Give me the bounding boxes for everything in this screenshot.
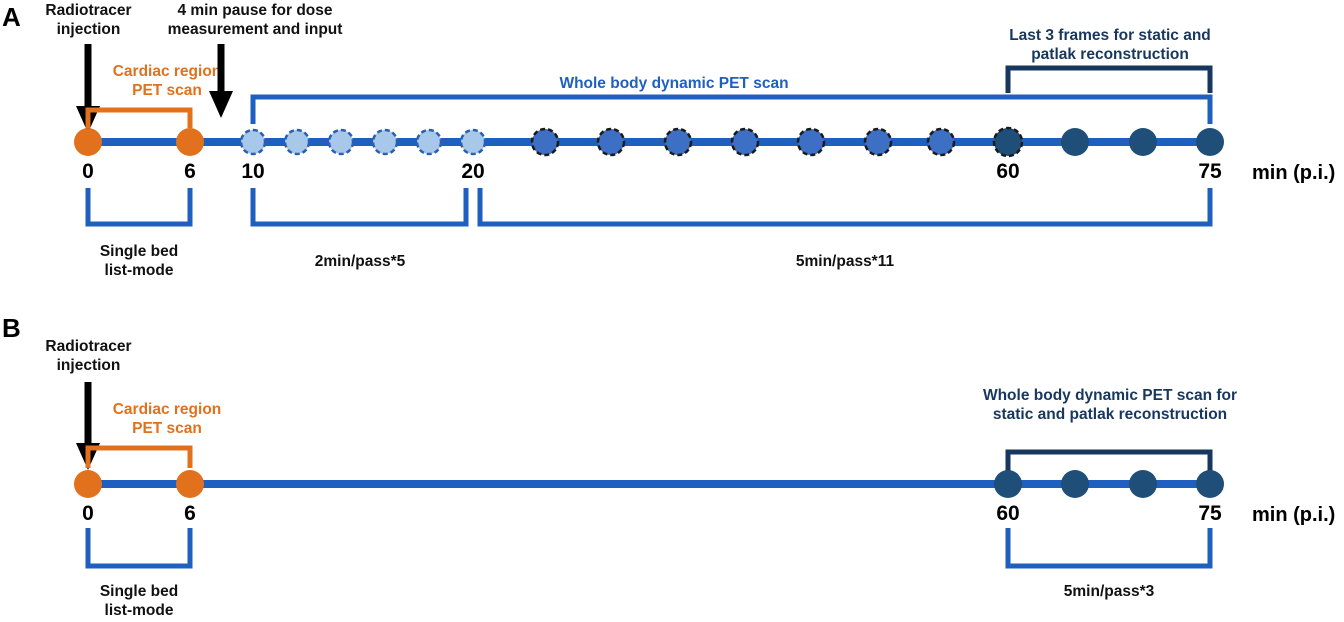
panel-a-cardiac-bracket — [85, 107, 193, 128]
panel-b-cardiac-bracket — [85, 445, 193, 468]
panel-a-bracket-label-5min: 5min/pass*11 — [795, 253, 895, 270]
panel-a-bracket-5min-pass — [477, 188, 1213, 227]
panel-a-letter: A — [2, 2, 21, 32]
panel-a-bracket-2min-pass — [250, 188, 469, 227]
panel-b-radiotracer-injection-label: Radiotracer injection — [45, 338, 132, 374]
panel-b-whole-body-static-label: Whole body dynamic PET scan for static a… — [982, 387, 1238, 423]
panel-a-pause-label: 4 min pause for dose measurement and inp… — [167, 2, 343, 38]
panel-a-whole-body-scan-label: Whole body dynamic PET scan — [559, 75, 789, 92]
panel-b-tick-75: 75 — [1198, 502, 1222, 525]
panel-a-tick-75: 75 — [1198, 160, 1222, 183]
panel-b-letter: B — [2, 313, 21, 343]
panel-b-cardiac-scan-label: Cardiac region PET scan — [112, 401, 222, 437]
panel-a-bracket-label-2min: 2min/pass*5 — [314, 253, 406, 270]
panel-a-tick-10: 10 — [241, 160, 265, 183]
panel-b-bracket-label-5min: 5min/pass*3 — [1063, 583, 1155, 600]
panel-a-late-static-frames — [992, 126, 1224, 158]
panel-b-tick-0: 0 — [82, 502, 94, 525]
panel-b-bracket-label-single-bed: Single bed list-mode — [99, 583, 179, 619]
panel-b-tick-60: 60 — [996, 502, 1020, 525]
panel-a-bracket-single-bed — [85, 188, 193, 227]
panel-a-graphics — [74, 44, 1224, 227]
panel-a-last-frames-bracket — [1005, 65, 1213, 93]
panel-a-bracket-label-single-bed: Single bed list-mode — [99, 243, 179, 279]
panel-a-early-dynamic-frames — [239, 128, 487, 156]
panel-b-graphics — [74, 382, 1224, 569]
panel-b-axis-unit: min (p.i.) — [1252, 504, 1336, 526]
panel-a-whole-body-bracket — [250, 94, 1213, 124]
panel-a-mid-dynamic-frames — [530, 127, 956, 157]
panel-a-tick-6: 6 — [184, 160, 196, 183]
panel-b-cardiac-frames — [74, 470, 204, 498]
panel-a-last-frames-label: Last 3 frames for static and patlak reco… — [1009, 27, 1211, 63]
panel-b-late-static-frames — [994, 470, 1224, 498]
panel-a-pause-arrow — [209, 44, 233, 118]
panel-a-tick-0: 0 — [82, 160, 94, 183]
panel-a-radiotracer-injection-label: Radiotracer injection — [45, 2, 132, 38]
panel-b-static-bracket — [1005, 449, 1213, 478]
panel-a-tick-60: 60 — [996, 160, 1020, 183]
panel-b-tick-6: 6 — [184, 502, 196, 525]
panel-a-tick-20: 20 — [461, 160, 485, 183]
panel-a-cardiac-frames — [74, 128, 204, 156]
panel-a-axis-unit: min (p.i.) — [1252, 162, 1336, 184]
panel-b-bracket-5min-pass — [1005, 528, 1213, 569]
panel-b-bracket-single-bed — [85, 528, 193, 569]
panel-a-cardiac-scan-label: Cardiac region PET scan — [112, 63, 222, 99]
